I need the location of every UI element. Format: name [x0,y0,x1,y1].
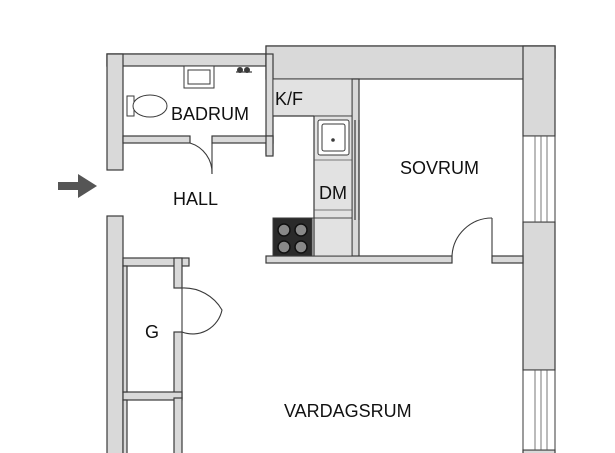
bedroom-door [451,217,493,257]
shower-tap-icon [236,67,252,73]
room-label-hall: HALL [173,189,218,209]
storage-door [181,287,223,335]
wardrobe-sliding-door [354,120,360,220]
storage-walls [122,257,190,453]
entrance-arrow-icon [58,174,97,198]
room-label-vardagsrum: VARDAGSRUM [284,401,412,421]
room-label-badrum: BADRUM [171,104,249,124]
room-label-g: G [145,322,159,342]
window-vardagsrum [522,369,556,451]
room-label-dm: DM [319,183,347,203]
outer-walls [106,45,556,453]
room-label-kf: K/F [275,89,303,109]
bathroom-door [189,142,213,175]
room-label-sovrum: SOVRUM [400,158,479,178]
toilet-icon [126,94,168,118]
stove-icon [272,217,313,257]
kitchen-sink-icon [317,119,350,156]
bathroom-walls [122,53,274,157]
window-sovrum [522,135,556,223]
bathroom-sink-icon [183,65,215,89]
